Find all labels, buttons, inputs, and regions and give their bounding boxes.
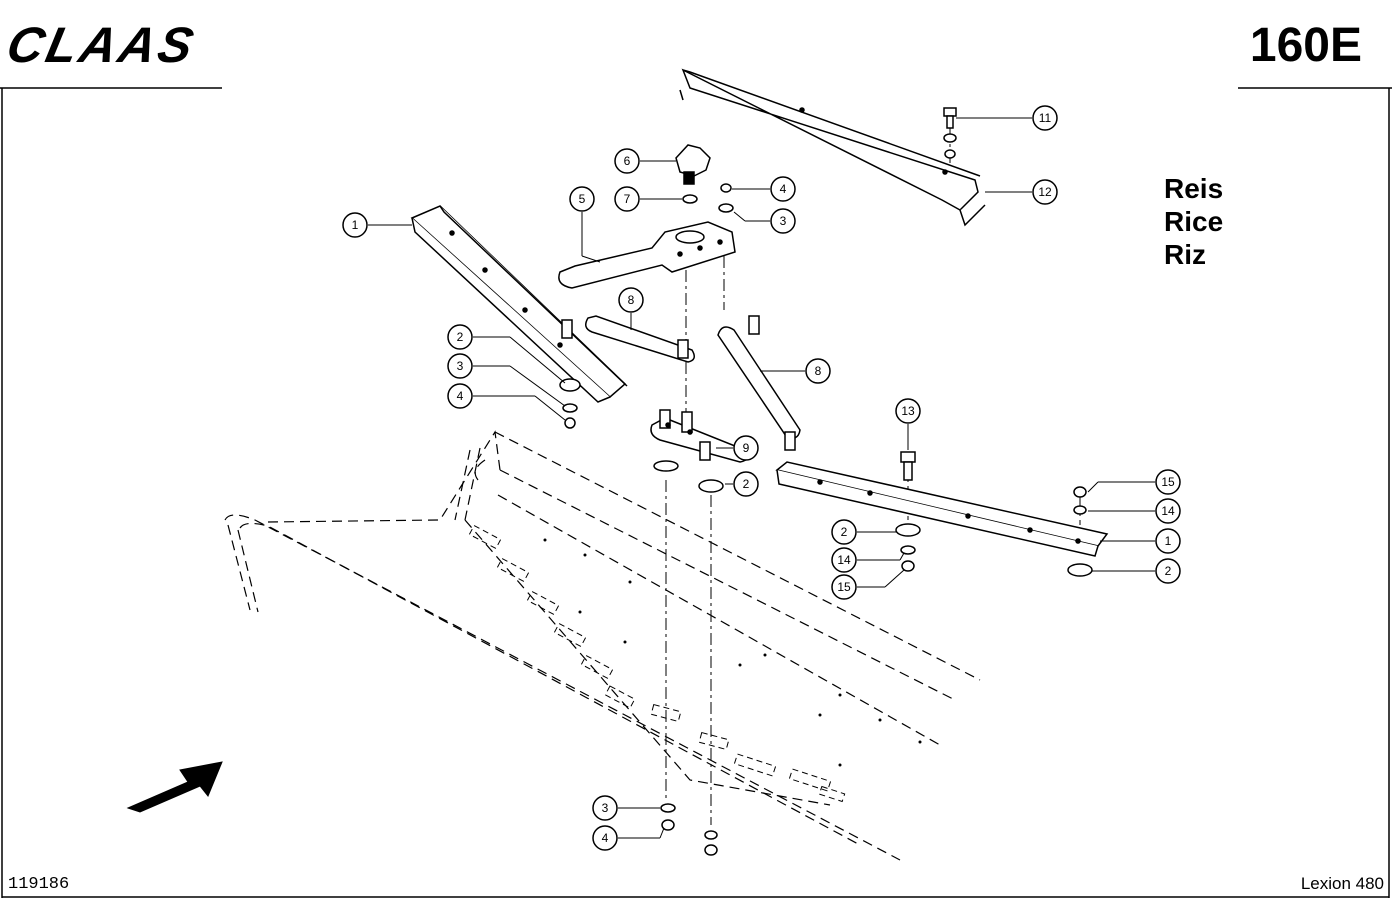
callout-6: 6 xyxy=(614,148,640,174)
callout-7: 7 xyxy=(614,186,640,212)
svg-text:8: 8 xyxy=(815,364,822,378)
callout-2c: 2 xyxy=(831,519,857,545)
angle-rail-right xyxy=(775,461,1109,557)
top-angle-strip xyxy=(679,68,986,227)
svg-text:2: 2 xyxy=(1165,564,1172,578)
callout-14b: 14 xyxy=(1155,498,1181,524)
header-slots xyxy=(468,524,846,803)
callout-4c: 4 xyxy=(592,825,618,851)
machine-model: Lexion 480 xyxy=(1300,874,1384,893)
svg-text:14: 14 xyxy=(837,553,851,567)
clamp-plate xyxy=(650,409,749,463)
svg-text:2: 2 xyxy=(743,477,750,491)
crop-caption: Reis Rice Riz xyxy=(1164,172,1223,271)
angle-rail-left xyxy=(410,205,628,403)
svg-text:13: 13 xyxy=(901,404,915,418)
leader-lines xyxy=(368,117,1155,839)
svg-text:15: 15 xyxy=(837,580,851,594)
callout-3b: 3 xyxy=(770,208,796,234)
callout-8a: 8 xyxy=(618,287,644,313)
caption-english: Rice xyxy=(1164,206,1224,237)
callout-12: 12 xyxy=(1032,179,1058,205)
svg-text:1: 1 xyxy=(1165,534,1172,548)
callout-11: 11 xyxy=(1032,105,1058,131)
sheet-code: 160E xyxy=(1249,19,1362,72)
callout-3a: 3 xyxy=(447,353,473,379)
callout-1a: 1 xyxy=(342,212,368,238)
svg-text:6: 6 xyxy=(624,154,631,168)
callout-2a: 2 xyxy=(447,324,473,350)
svg-text:7: 7 xyxy=(624,192,631,206)
washers-and-nuts xyxy=(559,133,1093,856)
link-bar-centre xyxy=(561,315,695,363)
callout-3c: 3 xyxy=(592,795,618,821)
callout-14a: 14 xyxy=(831,547,857,573)
star-knob xyxy=(675,144,711,185)
svg-text:12: 12 xyxy=(1038,185,1052,199)
svg-text:15: 15 xyxy=(1161,475,1175,489)
svg-text:14: 14 xyxy=(1161,504,1175,518)
callout-13: 13 xyxy=(895,398,921,424)
callout-15a: 15 xyxy=(831,574,857,600)
svg-text:4: 4 xyxy=(457,389,464,403)
callout-8b: 8 xyxy=(805,358,831,384)
svg-text:3: 3 xyxy=(780,214,787,228)
svg-text:2: 2 xyxy=(457,330,464,344)
callout-5: 5 xyxy=(569,186,595,212)
callout-4b: 4 xyxy=(770,176,796,202)
callout-15b: 15 xyxy=(1155,469,1181,495)
callout-1b: 1 xyxy=(1155,528,1181,554)
svg-text:9: 9 xyxy=(743,441,750,455)
callouts: 1 1 2 2 2 2 3 3 3 4 4 4 5 6 7 8 8 9 11 1… xyxy=(342,105,1181,851)
svg-text:4: 4 xyxy=(780,182,787,196)
caption-german: Reis xyxy=(1164,173,1224,204)
svg-text:11: 11 xyxy=(1039,111,1052,125)
callout-2d: 2 xyxy=(1155,558,1181,584)
header-holes xyxy=(543,538,922,767)
drawing-number: 119186 xyxy=(8,875,70,894)
callout-2b: 2 xyxy=(733,471,759,497)
svg-text:5: 5 xyxy=(579,192,586,206)
svg-text:3: 3 xyxy=(602,801,609,815)
caption-french: Riz xyxy=(1164,239,1206,270)
callout-9: 9 xyxy=(733,435,759,461)
svg-text:1: 1 xyxy=(352,218,359,232)
callout-4a: 4 xyxy=(447,383,473,409)
bolt-13 xyxy=(900,451,916,481)
link-bar-right xyxy=(717,315,801,451)
svg-text:8: 8 xyxy=(628,293,635,307)
svg-text:3: 3 xyxy=(457,359,464,373)
bolt-11 xyxy=(943,107,957,129)
travel-direction-arrow-icon xyxy=(126,761,223,813)
bracket-plate xyxy=(558,221,736,289)
svg-text:4: 4 xyxy=(602,831,609,845)
svg-text:2: 2 xyxy=(841,525,848,539)
